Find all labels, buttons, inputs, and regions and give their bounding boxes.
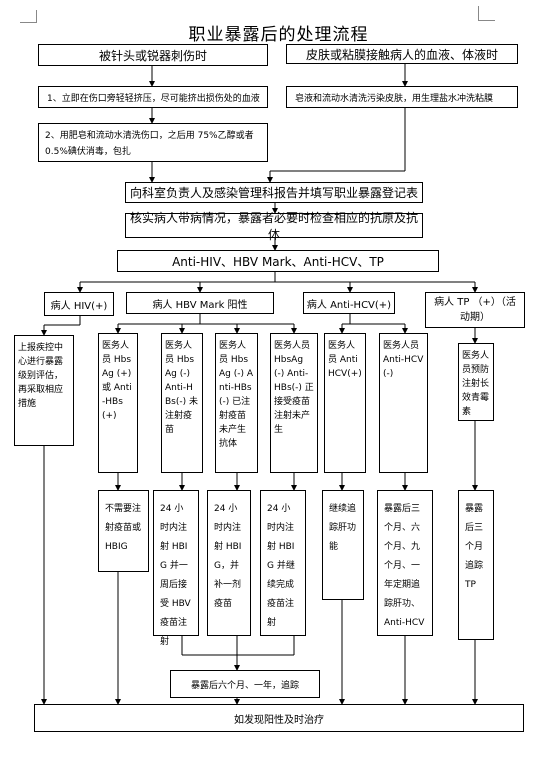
hbv-positive-staff-box: 医务人员 HbsAg (+) 或 Anti-HBs (+) <box>98 333 138 473</box>
crop-mark-top-left <box>20 10 37 23</box>
hbv-unvaccinated-staff-box: 医务人员 HbsAg (-) Anti-HBs(-) 未注射疫苗 <box>161 333 203 473</box>
mucosa-contact-box: 皮肤或粘膜接触病人的血液、体液时 <box>286 44 518 64</box>
hbv-hbig-continue-box: 24 小时内注射 HBIG 并继续完成疫苗注射 <box>260 490 306 636</box>
hbv-vaccinating-box: 医务人员 HbsAg (-) Anti-HBs(-) 正接受疫苗注射未产生 <box>270 333 318 473</box>
hbv-hbig-vaccine-box: 24 小时内注射 HBIG 并一周后接受 HBV 疫苗注射 <box>153 490 199 647</box>
hiv-report-box: 上报疾控中心进行暴露级别评估，再采取相应措施 <box>14 335 74 446</box>
needle-injury-box: 被针头或锐器刺伤时 <box>38 44 268 66</box>
hcv-negative-staff-box: 医务人员 Anti-HCV(-) <box>379 333 428 473</box>
report-registration-box: 向科室负责人及感染管理科报告并填写职业暴露登记表 <box>125 182 423 203</box>
squeeze-wound-step: 1、立即在伤口旁轻轻挤压，尽可能挤出损伤处的血液 <box>38 86 268 108</box>
patient-hiv-box: 病人 HIV(+) <box>44 292 114 316</box>
page-title: 职业暴露后的处理流程 <box>188 25 369 45</box>
hcv-liver-followup-box: 继续追踪肝功能 <box>322 490 364 600</box>
crop-mark-top-right <box>478 6 495 21</box>
hbv-no-action-box: 不需要注射疫苗或 HBIG <box>98 490 149 572</box>
six-month-followup-box: 暴露后六个月、一年，追踪 <box>170 670 320 698</box>
treat-if-positive-box: 如发现阳性及时治疗 <box>34 704 524 732</box>
patient-tp-box: 病人 TP （+）（活动期） <box>425 292 525 328</box>
hbv-vaccinated-no-antibody-box: 医务人员 HbsAg (-) Anti-HBs(-) 已注射疫苗未产生抗体 <box>215 333 258 473</box>
wash-disinfect-step: 2、用肥皂和流动水清洗伤口，之后用 75%乙醇或者 0.5%碘伏消毒，包扎 <box>38 123 268 162</box>
antibody-tests-box: Anti-HIV、HBV Mark、Anti-HCV、TP <box>117 250 439 272</box>
patient-hcv-box: 病人 Anti-HCV(+) <box>303 292 395 314</box>
verify-patient-box: 核实病人带病情况，暴露者必要时检查相应的抗原及抗体 <box>125 211 423 242</box>
hcv-periodic-followup-box: 暴露后三个月、六个月、九个月、一年定期追踪肝功、Anti-HCV <box>377 490 433 636</box>
wash-skin-mucosa-step: 皂液和流动水清洗污染皮肤，用生理盐水冲洗粘膜 <box>286 86 518 108</box>
tp-penicillin-box: 医务人员预防注射长效青霉素 <box>458 343 494 421</box>
patient-hbv-box: 病人 HBV Mark 阳性 <box>126 292 274 314</box>
hcv-positive-staff-box: 医务人员 AntiHCV(+) <box>324 333 366 473</box>
hbv-hbig-booster-box: 24 小时内注射 HBIG，并补一剂疫苗 <box>207 490 251 636</box>
tp-followup-box: 暴露后三个月追踪 TP <box>458 490 494 640</box>
